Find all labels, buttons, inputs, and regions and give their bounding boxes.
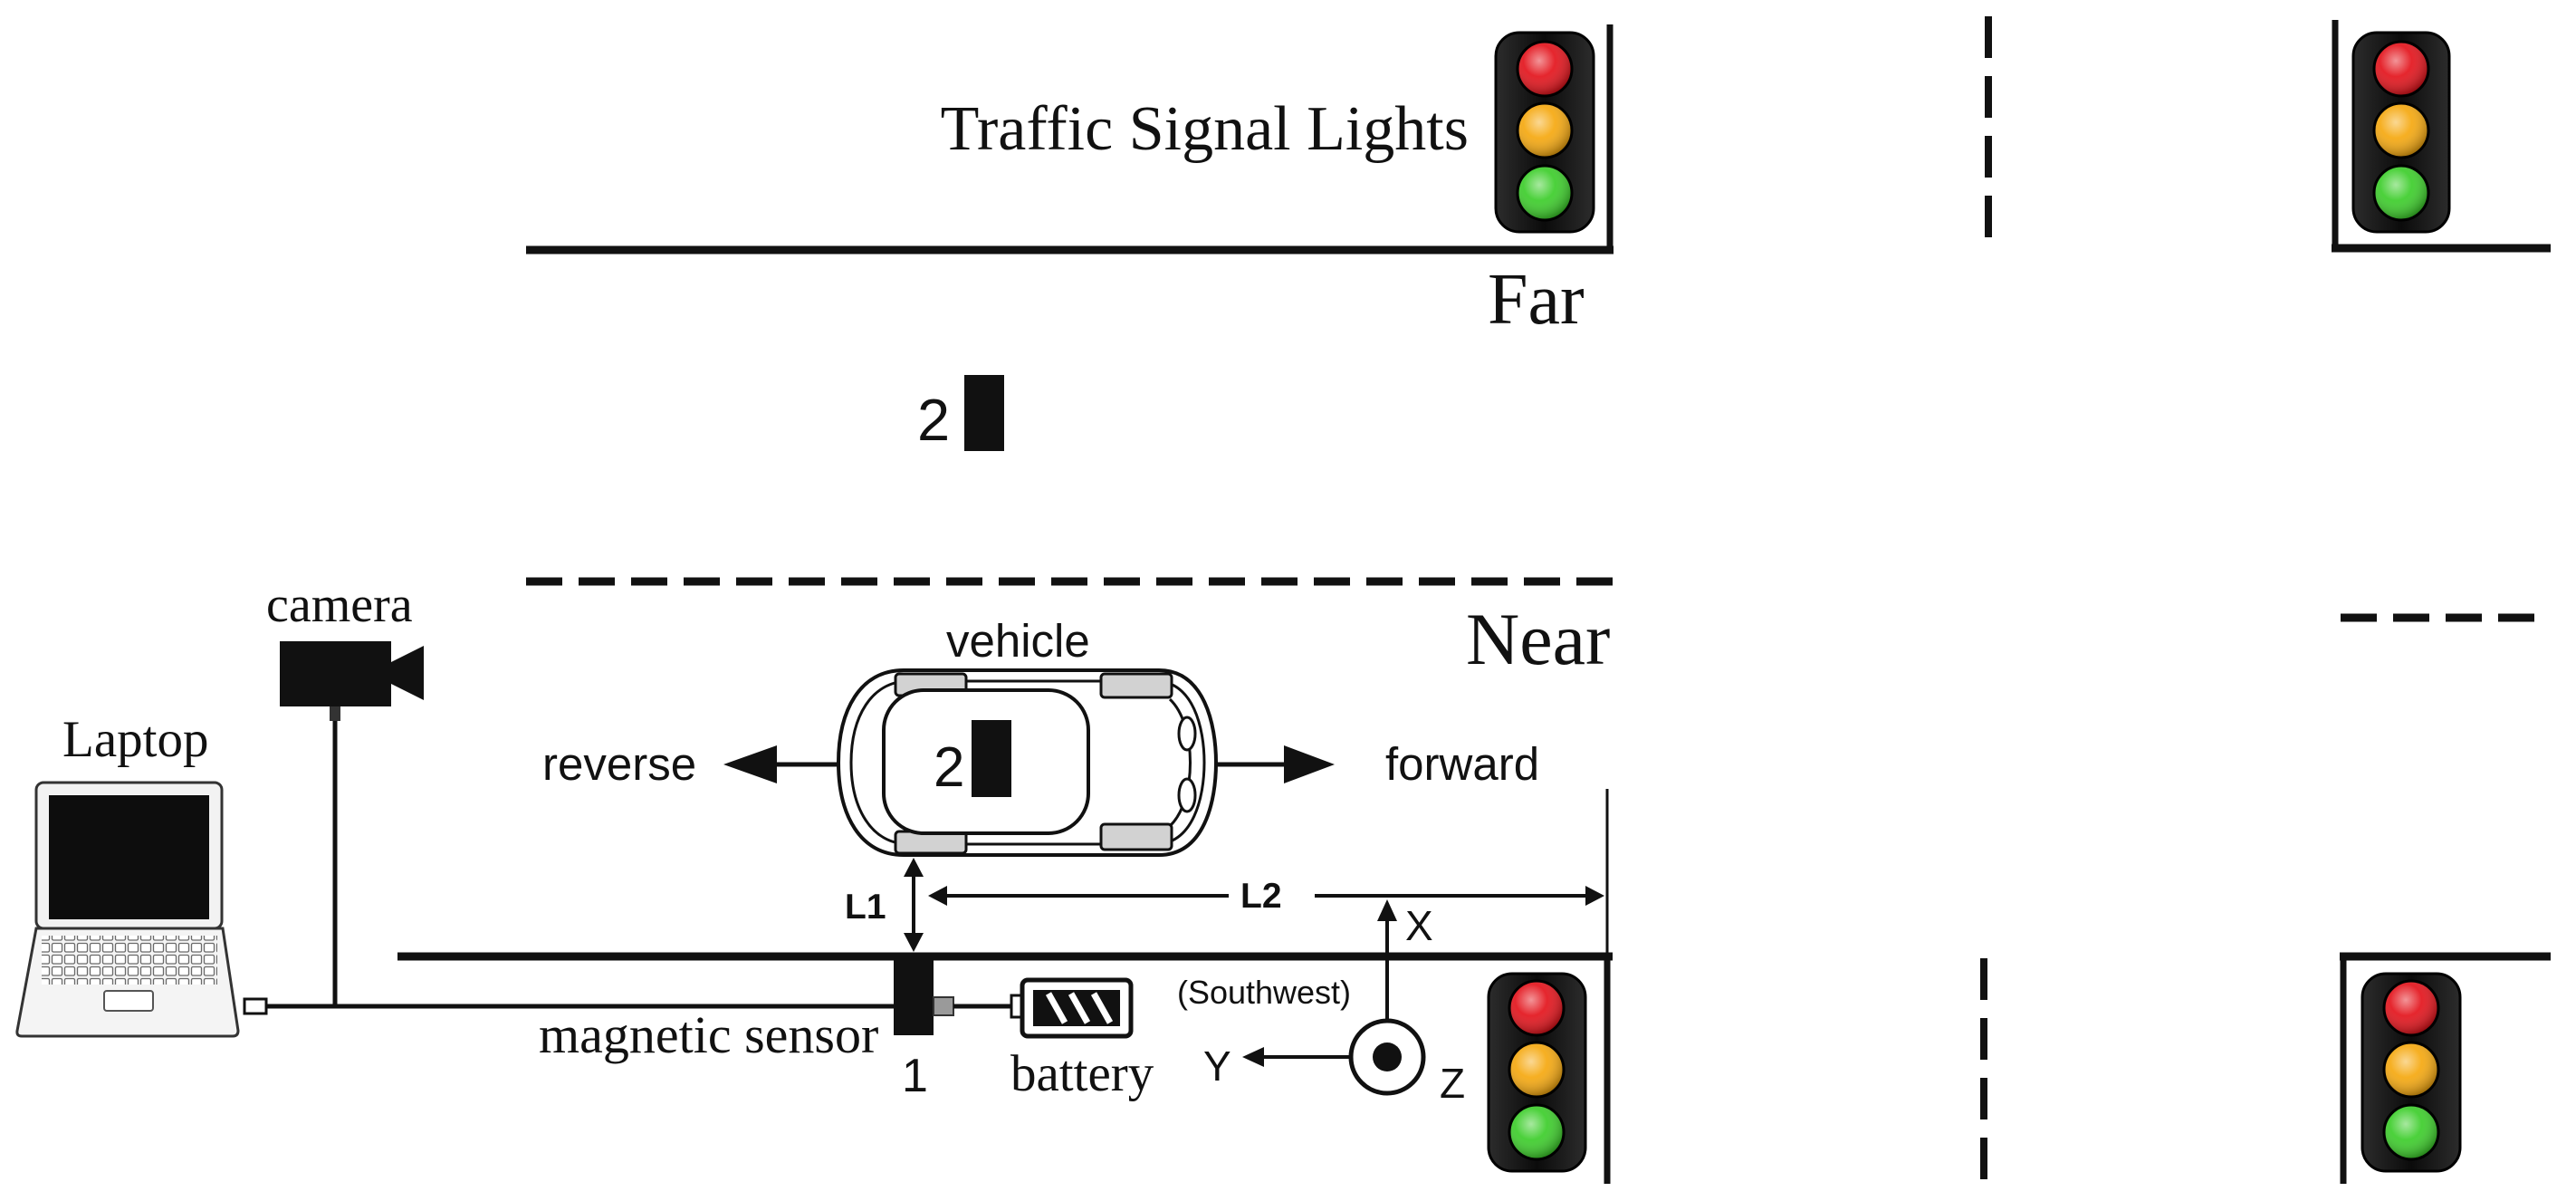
car-hood-line (1168, 697, 1192, 828)
battery-label: battery (1010, 1045, 1154, 1102)
lamp-rim (1508, 1103, 1566, 1161)
lamp-rim (1516, 164, 1574, 222)
battery-charge-stripe (1090, 992, 1114, 1024)
heading-label: (Southwest) (1177, 974, 1351, 1011)
car-headlight-left (1177, 716, 1197, 752)
traffic-light-near-right (2361, 972, 2462, 1173)
camera-body (280, 641, 391, 706)
reverse-arrow-head (723, 745, 777, 783)
magnetic-sensor (894, 958, 1012, 1035)
reverse-arrow (723, 745, 838, 783)
traffic-light-far-left (1494, 31, 1595, 234)
laptop-screen (49, 795, 209, 919)
lamp-shine (2374, 103, 2428, 158)
lamp-rim (1516, 40, 1574, 98)
x-axis-label: X (1405, 902, 1433, 949)
far-lane-marker: 2 (917, 375, 1004, 453)
y-axis-label: Y (1203, 1042, 1231, 1090)
z-axis-label: Z (1440, 1060, 1465, 1107)
car-wheel-front-right (1099, 822, 1173, 851)
lamp-rim (2372, 40, 2430, 98)
road-markings (397, 16, 2551, 1184)
lamp-shine (2374, 42, 2428, 96)
car-wheel-front-left (1099, 672, 1173, 699)
vehicle-marker-number: 2 (934, 736, 964, 799)
l2-label: L2 (1240, 877, 1282, 916)
far-lane-marker-number: 2 (917, 387, 950, 453)
l2-dimension-arrow (928, 886, 1604, 906)
l1-arrow-head-top (904, 858, 924, 877)
sensor-marker-number: 1 (902, 1050, 928, 1102)
lamp-rim (2372, 164, 2430, 222)
l1-dimension-arrow (904, 858, 924, 952)
forward-arrow (1216, 745, 1335, 783)
laptop-keyboard (42, 936, 217, 985)
camera-icon (280, 641, 424, 721)
car-headlight-right (1177, 777, 1197, 813)
lamp-rim (1508, 1041, 1566, 1099)
lamp-shine (1509, 1042, 1564, 1097)
lamp-rim (1508, 979, 1566, 1037)
sensor-axes (1242, 899, 1426, 1096)
vehicle-car: 2 (836, 668, 1219, 857)
magnetic-sensor-body (894, 958, 934, 1035)
lamp-shine (1518, 42, 1572, 96)
lamp-shine (1509, 1105, 1564, 1159)
z-axis-dot (1373, 1042, 1402, 1071)
l1-arrow-head-bottom (904, 933, 924, 952)
lamp-rim (1516, 101, 1574, 159)
lamp-shine (2374, 166, 2428, 220)
lamp-rim (2382, 1041, 2440, 1099)
vehicle-marker-block (972, 720, 1011, 797)
l1-label: L1 (845, 888, 886, 927)
near-lane-label: Near (1466, 598, 1610, 680)
forward-arrow-head (1284, 745, 1335, 783)
lamp-shine (2384, 1042, 2438, 1097)
traffic-light-far-right (2351, 31, 2451, 234)
y-axis-arrow-head (1242, 1047, 1264, 1067)
traffic-light-near-left (1487, 972, 1587, 1173)
laptop-icon (15, 781, 268, 1038)
battery-charge-stripe (1068, 992, 1091, 1024)
camera-lens (391, 646, 424, 700)
lamp-shine (2384, 981, 2438, 1035)
lamp-shine (1509, 981, 1564, 1035)
battery-charge-stripe (1045, 992, 1068, 1024)
camera-connector (330, 706, 340, 721)
magnetic-sensor-label: magnetic sensor (539, 1005, 878, 1064)
reverse-label: reverse (542, 738, 696, 790)
lamp-shine (2384, 1105, 2438, 1159)
lamp-rim (2372, 101, 2430, 159)
vehicle-label: vehicle (946, 615, 1090, 667)
forward-label: forward (1385, 738, 1539, 790)
battery-icon (1010, 977, 1134, 1039)
lamp-rim (2382, 1103, 2440, 1161)
laptop-usb-plug (243, 997, 268, 1015)
laptop-touchpad (103, 990, 154, 1012)
traffic-signal-lights-label: Traffic Signal Lights (941, 94, 1469, 164)
lamp-shine (1518, 103, 1572, 158)
far-lane-label: Far (1488, 260, 1585, 340)
lamp-rim (2382, 979, 2440, 1037)
lamp-shine (1518, 166, 1572, 220)
camera-label: camera (266, 577, 413, 633)
laptop-label: Laptop (62, 711, 208, 768)
far-lane-marker-block (964, 375, 1004, 451)
magnetic-sensor-connector (933, 996, 954, 1016)
l2-arrow-head-left (928, 886, 947, 906)
l2-arrow-head-right (1585, 886, 1604, 906)
x-axis-arrow-head (1377, 899, 1397, 921)
